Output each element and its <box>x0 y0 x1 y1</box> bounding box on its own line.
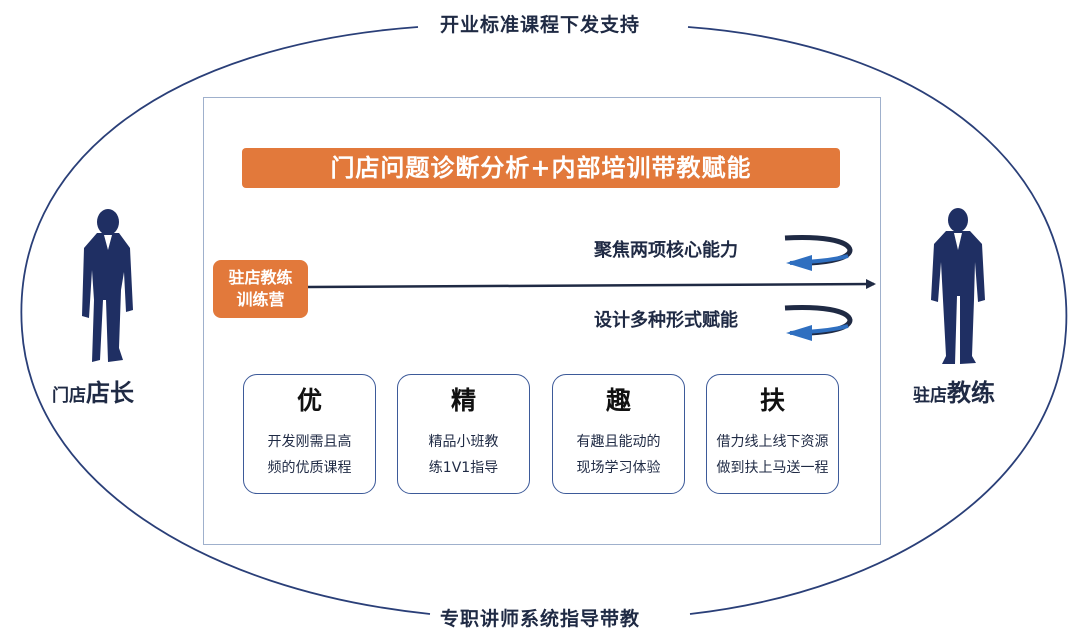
role-right-small: 驻店 <box>913 386 947 406</box>
main-arrow <box>307 279 876 290</box>
bottom-label: 专职讲师系统指导带教 <box>439 608 640 630</box>
role-store-manager: 门店店长 <box>52 373 134 408</box>
banner-title: 门店问题诊断分析+内部培训带教赋能 <box>242 148 840 188</box>
cycle-arrow-icon-bottom <box>784 305 853 341</box>
card-desc-line: 有趣且能动的 <box>576 434 661 450</box>
top-label: 开业标准课程下发支持 <box>439 14 640 36</box>
card-support: 扶 借力线上线下资源 做到扶上马送一程 <box>706 374 839 494</box>
card-desc-line: 做到扶上马送一程 <box>716 460 829 476</box>
design-label: 设计多种形式赋能 <box>594 310 738 331</box>
card-desc-line: 练1V1指导 <box>428 460 499 476</box>
right-person-icon <box>931 208 985 364</box>
focus-label: 聚焦两项核心能力 <box>594 240 738 261</box>
role-left-big: 店长 <box>86 378 134 407</box>
card-desc-line: 开发刚需且高 <box>267 434 352 450</box>
role-right-big: 教练 <box>947 378 995 407</box>
role-store-coach: 驻店教练 <box>913 373 995 408</box>
card-title: 优 <box>296 386 322 415</box>
card-title: 扶 <box>759 386 785 415</box>
card-desc-line: 借力线上线下资源 <box>716 434 829 450</box>
oval-arc-left <box>20 26 431 615</box>
card-desc-line: 现场学习体验 <box>576 460 661 476</box>
card-fun: 趣 有趣且能动的 现场学习体验 <box>552 374 685 494</box>
card-desc-line: 精品小班教 <box>428 434 499 450</box>
camp-line-2: 训练营 <box>236 290 285 309</box>
card-desc: 精品小班教 练1V1指导 <box>398 429 529 481</box>
card-desc: 有趣且能动的 现场学习体验 <box>553 429 684 481</box>
card-desc-line: 频的优质课程 <box>267 460 352 476</box>
left-person-icon <box>82 209 133 362</box>
camp-line-1: 驻店教练 <box>228 268 293 287</box>
card-desc: 开发刚需且高 频的优质课程 <box>244 429 375 481</box>
card-title: 趣 <box>605 386 631 415</box>
cycle-arrow-icon-top <box>784 235 853 271</box>
card-refined: 精 精品小班教 练1V1指导 <box>397 374 530 494</box>
card-title: 精 <box>450 386 476 415</box>
coach-camp-box: 驻店教练 训练营 <box>213 260 308 318</box>
role-left-small: 门店 <box>52 386 86 406</box>
card-desc: 借力线上线下资源 做到扶上马送一程 <box>707 429 838 481</box>
oval-arc-right <box>687 26 1068 615</box>
card-excellent: 优 开发刚需且高 频的优质课程 <box>243 374 376 494</box>
